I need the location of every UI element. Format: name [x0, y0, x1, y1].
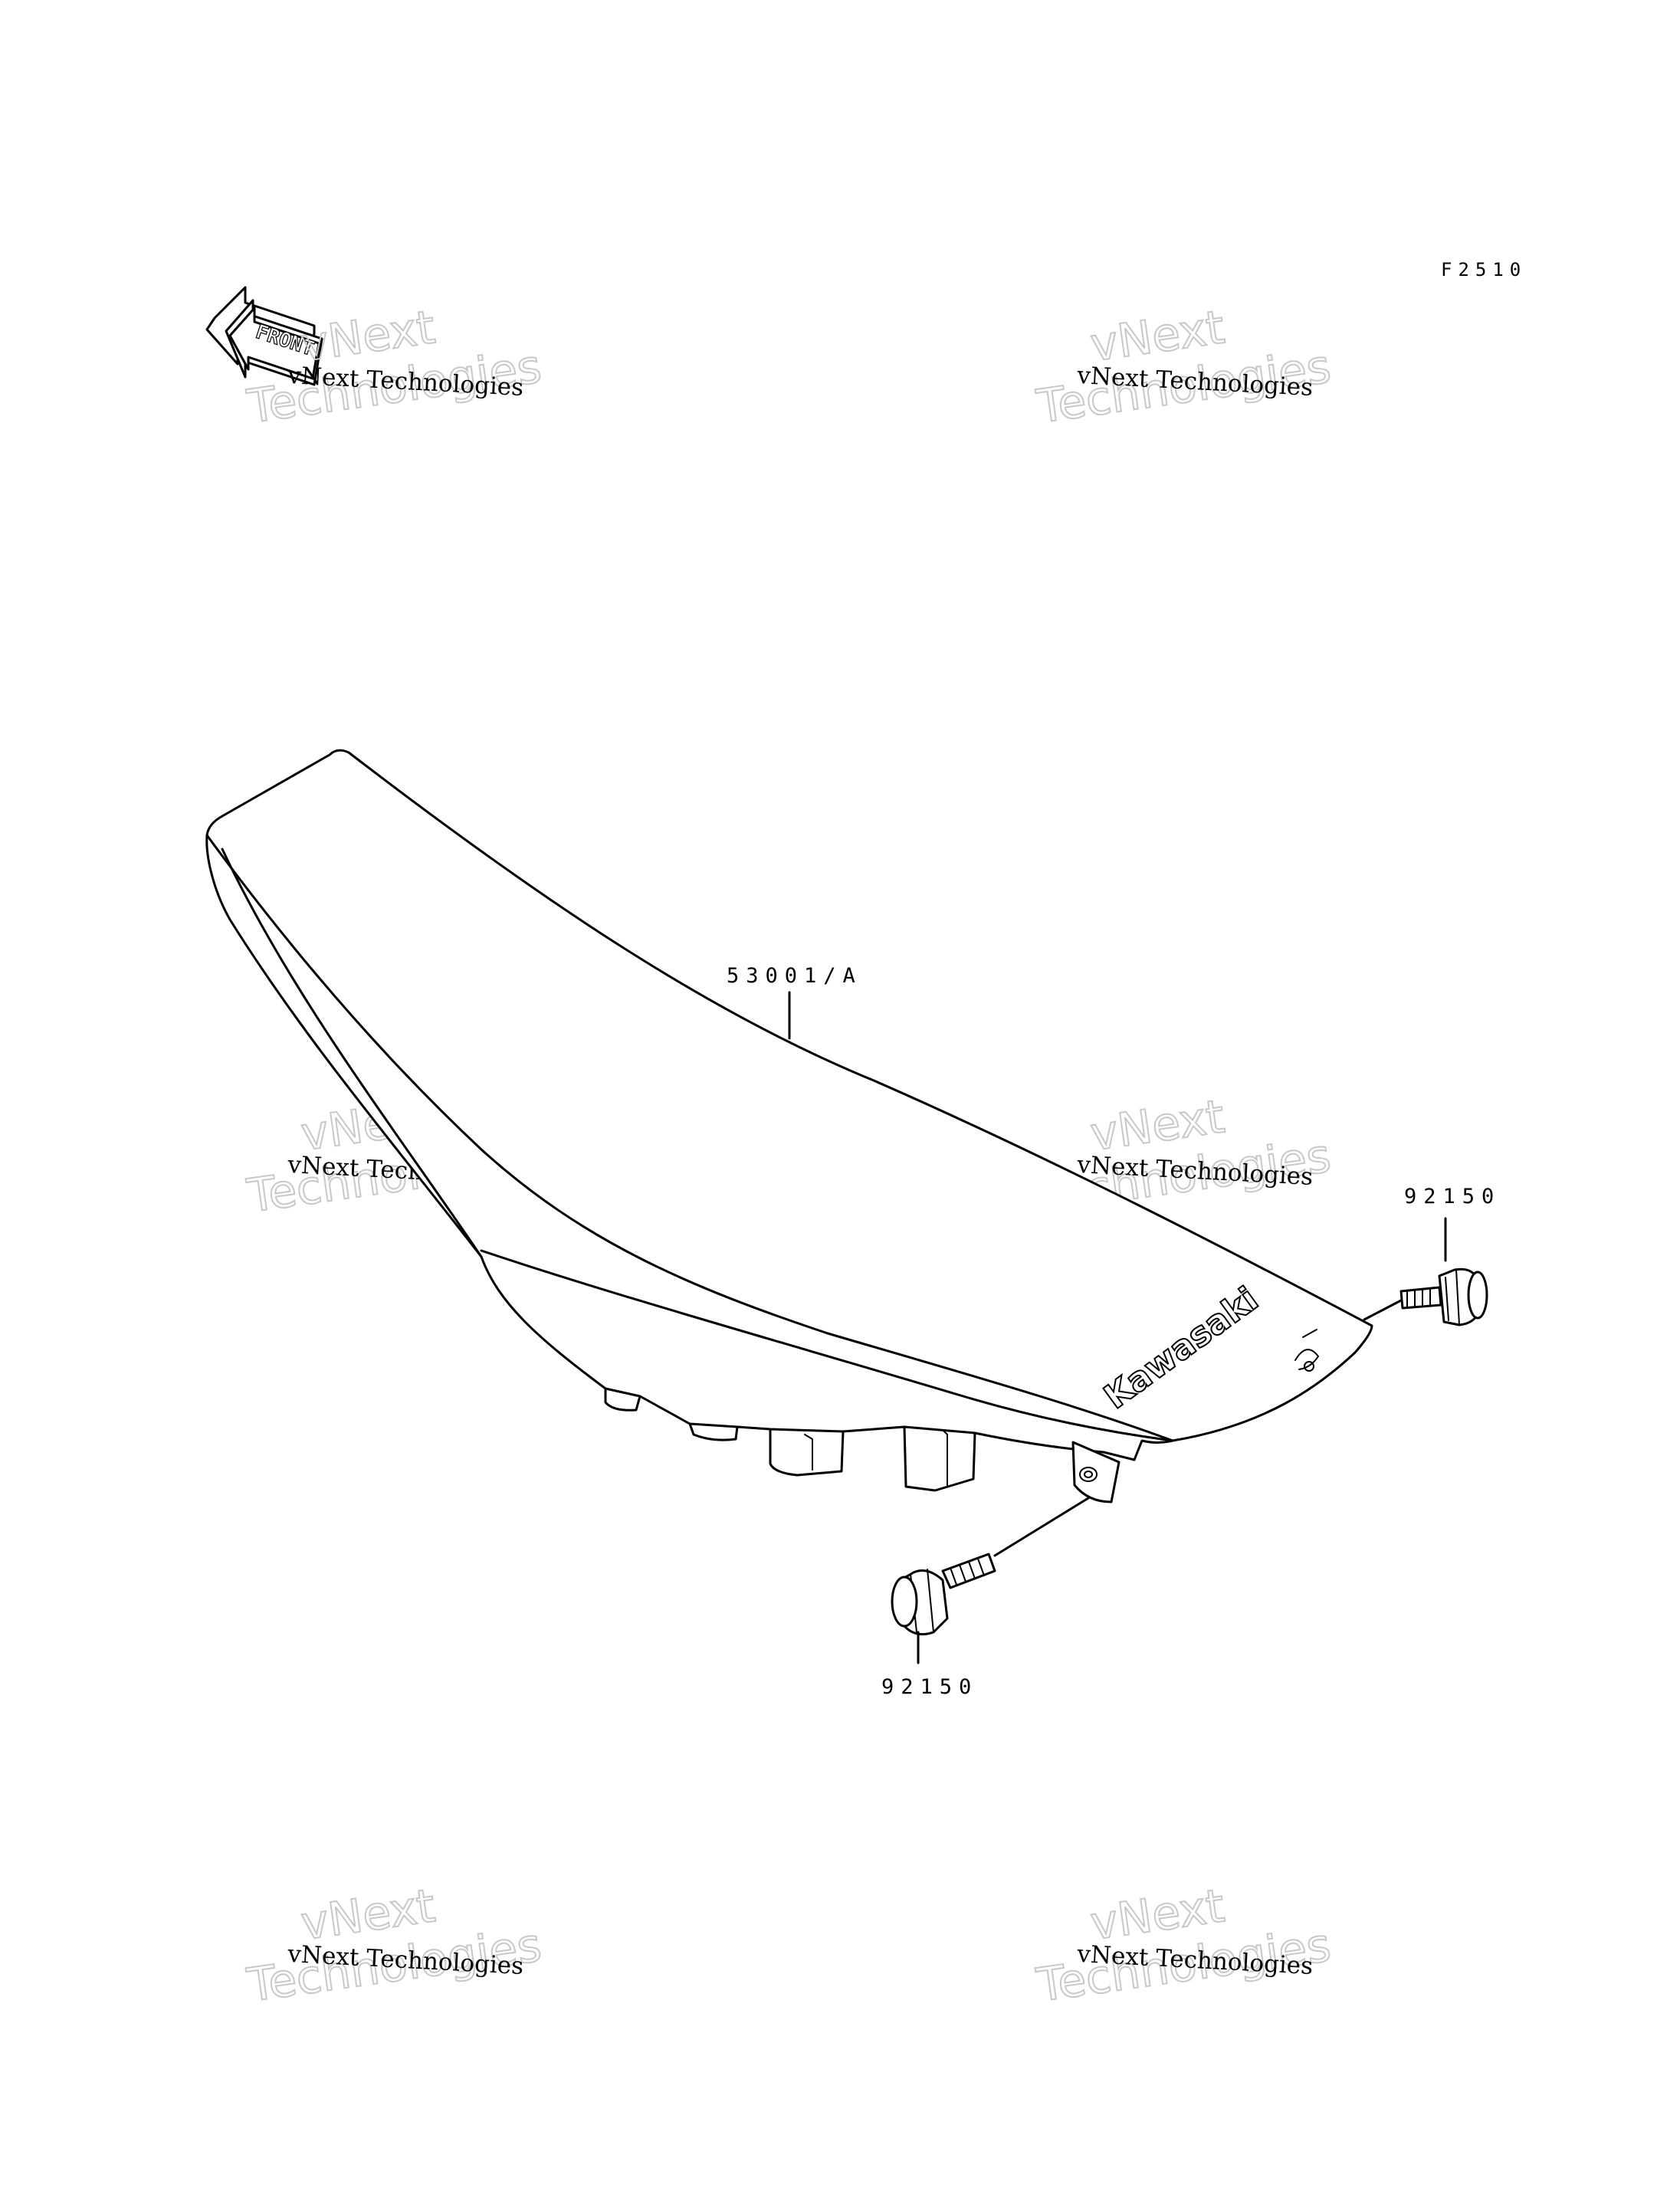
- seat-tab: [903, 1426, 976, 1492]
- leader-line: [1363, 1299, 1403, 1321]
- watermark: vNext Technologies: [1032, 300, 1334, 434]
- seat-crease: [205, 834, 1174, 1442]
- part-label-bolt-bottom: 92150: [881, 1675, 978, 1699]
- seat-part: Kawasaki: [205, 749, 1373, 1503]
- seat-tab: [688, 1423, 739, 1441]
- leader-line: [993, 1497, 1090, 1557]
- watermark: vNext Technologies: [1032, 1878, 1334, 2013]
- seat-tab: [604, 1389, 641, 1412]
- seat-body: [205, 749, 1373, 1461]
- part-label-bolt-right: 92150: [1404, 1185, 1501, 1208]
- front-arrow-icon: FRONT: [205, 286, 323, 386]
- bolt-icon: [891, 1553, 996, 1636]
- figure-code: F2510: [1441, 259, 1527, 280]
- seat-tab: [769, 1429, 845, 1477]
- emblem-icon: [1294, 1329, 1319, 1372]
- watermark: vNext Technologies: [243, 1878, 545, 2013]
- part-label-seat: 53001/A: [727, 964, 862, 988]
- bolt-icon: [1399, 1267, 1488, 1326]
